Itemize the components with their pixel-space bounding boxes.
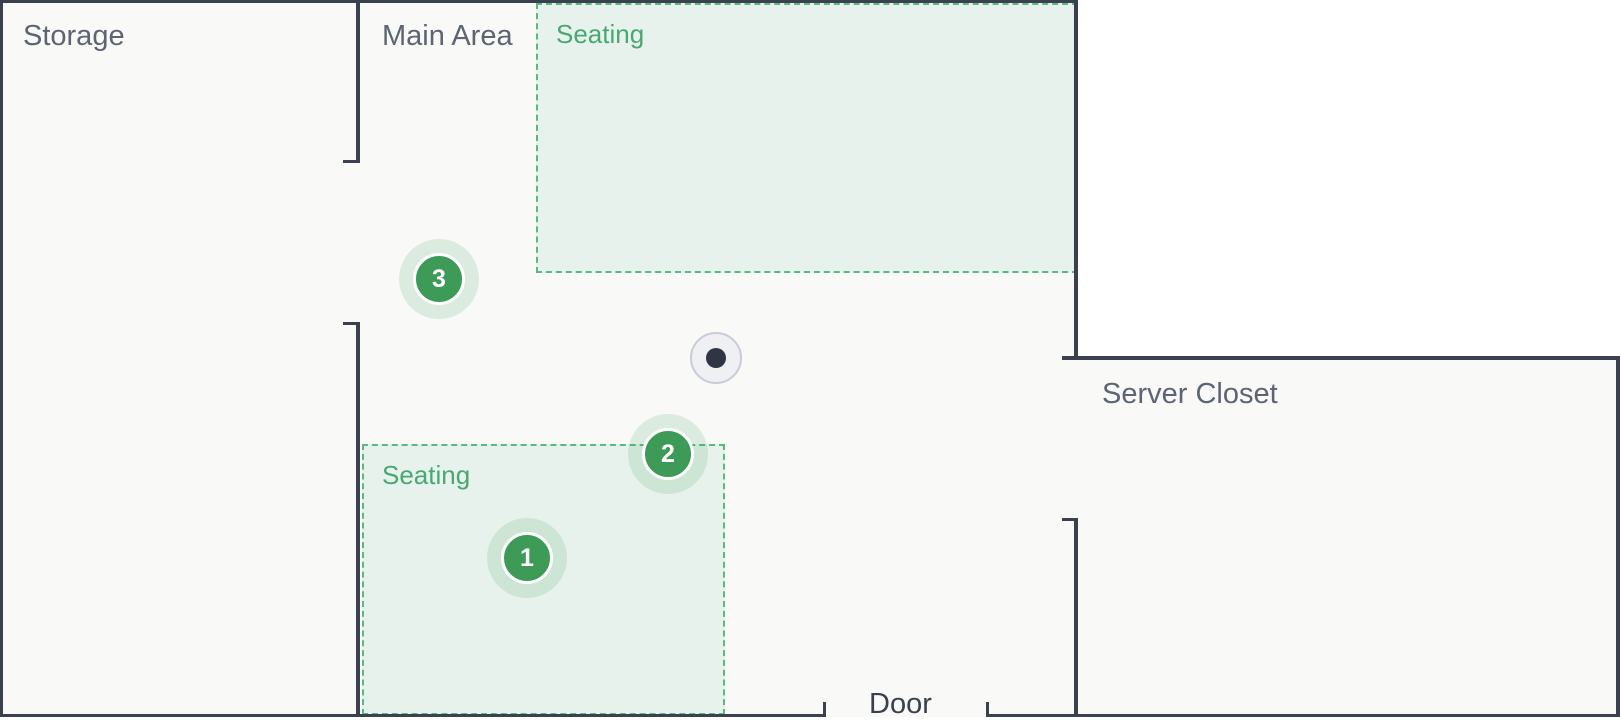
room-label-server-closet: Server Closet — [1102, 378, 1278, 410]
marker-2-badge: 2 — [642, 428, 694, 480]
wall-top — [0, 0, 1078, 3]
marker-2[interactable]: 2 — [628, 414, 708, 494]
room-label-main-area: Main Area — [382, 20, 513, 52]
marker-1[interactable]: 1 — [487, 518, 567, 598]
room-label-storage: Storage — [23, 20, 125, 52]
wall-bottom-right — [986, 714, 1620, 717]
seating-zone-top[interactable]: Seating — [536, 3, 1078, 273]
door-jamb-left — [823, 702, 826, 717]
marker-1-badge: 1 — [501, 532, 553, 584]
wall-server-top — [1062, 356, 1620, 360]
wall-left — [0, 0, 3, 717]
seating-zone-bottom[interactable]: Seating — [362, 444, 725, 715]
wall-main-right — [1074, 0, 1078, 359]
current-location-icon[interactable] — [690, 332, 742, 384]
marker-3-badge: 3 — [413, 253, 465, 305]
wall-server-right — [1616, 356, 1620, 717]
wall-storage-divider-upper — [356, 0, 360, 163]
current-location-dot — [706, 348, 726, 368]
wall-storage-divider-lower — [356, 322, 360, 717]
wall-bottom-left — [0, 714, 826, 717]
wall-server-left-cap — [1062, 518, 1078, 521]
seating-zone-top-label: Seating — [556, 19, 645, 49]
wall-storage-divider-lower-cap — [343, 322, 360, 325]
wall-server-left — [1074, 518, 1078, 717]
marker-3[interactable]: 3 — [399, 239, 479, 319]
door-jamb-right — [986, 702, 989, 717]
wall-storage-divider-upper-cap — [343, 160, 360, 163]
door-label: Door — [869, 688, 932, 720]
seating-zone-bottom-label: Seating — [382, 460, 471, 490]
server-closet-floor — [1078, 356, 1620, 717]
